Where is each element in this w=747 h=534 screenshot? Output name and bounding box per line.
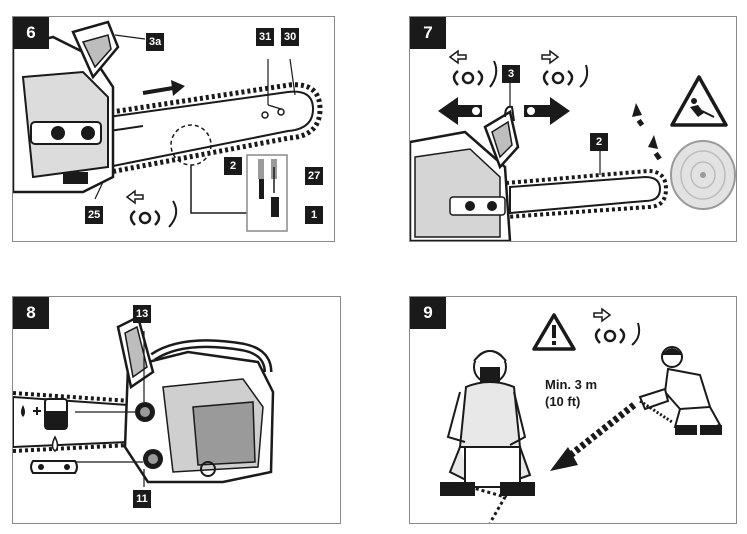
chain-brake-engage-icon [541, 49, 589, 88]
callout-label: 30 [281, 28, 300, 46]
chain-brake-engage-icon [593, 307, 641, 346]
callout-label: 3a [146, 33, 165, 51]
callout-label: 1 [305, 206, 323, 224]
callout-label: 25 [85, 206, 104, 224]
step-number: 8 [13, 297, 49, 329]
callout-label: 13 [133, 305, 152, 323]
chain-oil-icon [30, 435, 78, 474]
step-number: 7 [410, 17, 446, 49]
fuel-mix-icon [21, 398, 68, 430]
callout-label: 31 [256, 28, 275, 46]
chainsaw-chain-tension-illustration [13, 20, 323, 232]
safety-distance-label: Min. 3 m (10 ft) [545, 376, 597, 410]
panel-step-7: 7 3 2 [409, 16, 737, 242]
safety-distance-metric: Min. 3 m [545, 377, 598, 392]
callout-label: 27 [305, 167, 324, 185]
chain-brake-release-icon [125, 189, 178, 228]
panel-step-9: 9 Min. 3 m (10 ft) [409, 296, 737, 524]
warning-triangle-icon [532, 313, 576, 351]
chain-brake-test-illustration [410, 81, 736, 241]
safety-distance-illustration [440, 346, 722, 523]
callout-label: 3 [502, 65, 520, 83]
safety-distance-imperial: (10 ft) [545, 394, 581, 409]
callout-label: 11 [133, 490, 151, 508]
callout-label: 2 [224, 157, 242, 175]
step-number: 9 [410, 297, 446, 329]
callout-label: 2 [590, 133, 608, 151]
step-number: 6 [13, 17, 49, 49]
warning-triangle-icon [670, 75, 728, 127]
panel-step-8: 8 13 11 [12, 296, 341, 524]
panel-step-6: 6 3a 31 30 2 27 1 25 [12, 16, 335, 242]
chain-brake-release-icon [448, 49, 498, 88]
fuel-oil-refill-illustration [13, 315, 275, 487]
